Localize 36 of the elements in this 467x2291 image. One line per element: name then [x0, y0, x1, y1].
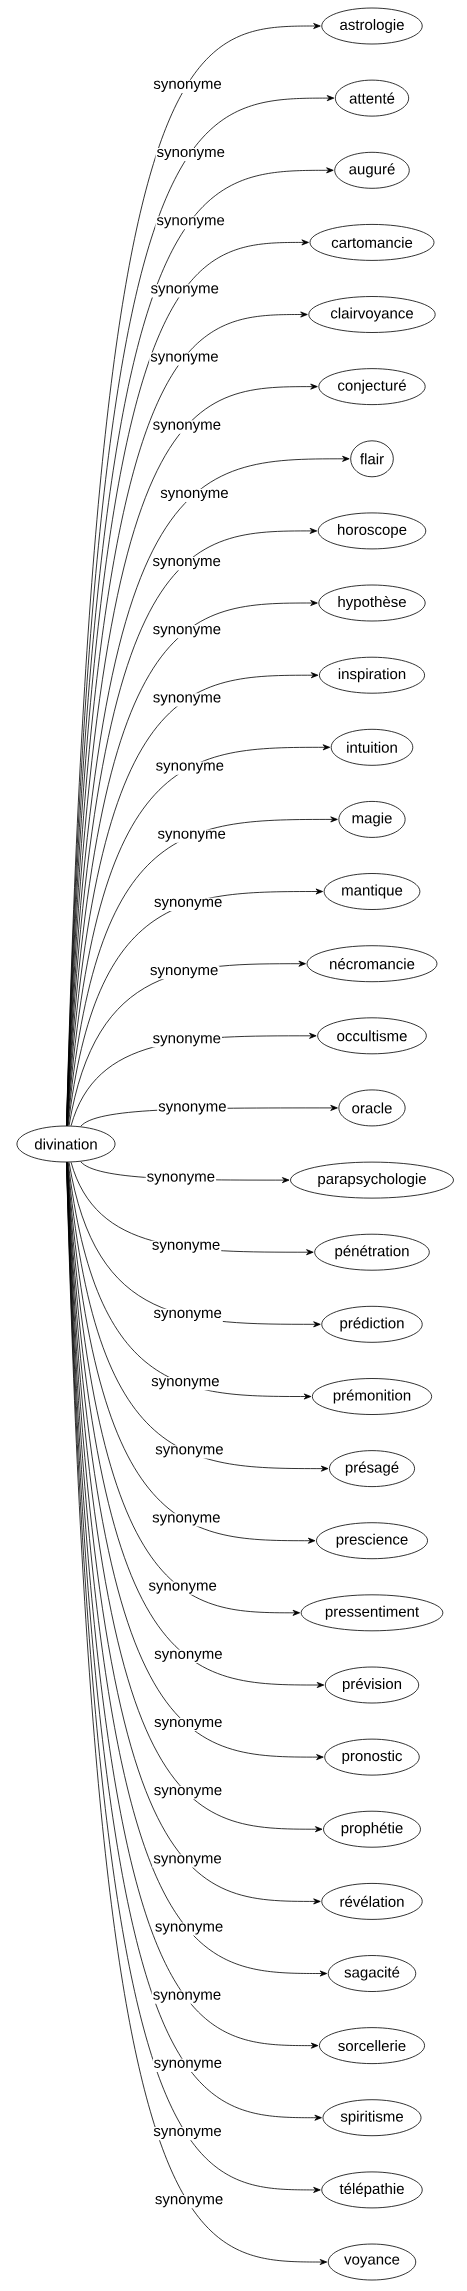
edge-label: synonyme [153, 1991, 221, 2003]
edge-label: synonyme [150, 353, 218, 365]
edge-label: synonyme [152, 1514, 220, 1526]
edge-label: synonyme [156, 762, 224, 774]
edge-label: synonyme [158, 1103, 226, 1115]
edge-label: synonyme [148, 1582, 217, 1594]
edge-label: synonyme [153, 2127, 222, 2140]
edge-label: synonyme [152, 557, 221, 570]
edge-label: synonyme [154, 1787, 222, 1799]
edge-label: synonyme [153, 694, 221, 706]
edge-label: synonyme [154, 1650, 222, 1662]
edge-label: synonyme [150, 967, 218, 979]
edge-label: synonyme [155, 1446, 223, 1458]
edge-label: synonyme [153, 1309, 222, 1321]
edge-label: synonyme [154, 898, 222, 910]
edge-label: synonyme [155, 1923, 223, 1935]
arrow [67, 888, 323, 1127]
edge-label: synonyme [152, 1241, 220, 1253]
edge-label: synonyme [155, 2196, 223, 2208]
edge-label: synonyme [157, 830, 226, 842]
edge-label: synonyme [154, 1718, 222, 1731]
edge-label: synonyme [153, 1035, 221, 1047]
edge-label: synonyme [153, 1855, 222, 1867]
edge-label: synonyme [153, 421, 221, 433]
edge-label: synonyme [150, 285, 219, 297]
arrow [67, 1162, 329, 1472]
arrow [67, 1162, 312, 1400]
edge-label: synonyme [153, 626, 221, 638]
edge-label: synonyme [153, 80, 222, 92]
edge-label: synonyme [156, 217, 225, 229]
edge-label: synonyme [157, 148, 225, 161]
arrow [67, 816, 338, 1126]
edge-label: synonyme [147, 1173, 215, 1185]
edge-label: synonyme [151, 1378, 219, 1390]
edge-label: synonyme [154, 2059, 222, 2071]
edge-label: synonyme [160, 489, 228, 501]
